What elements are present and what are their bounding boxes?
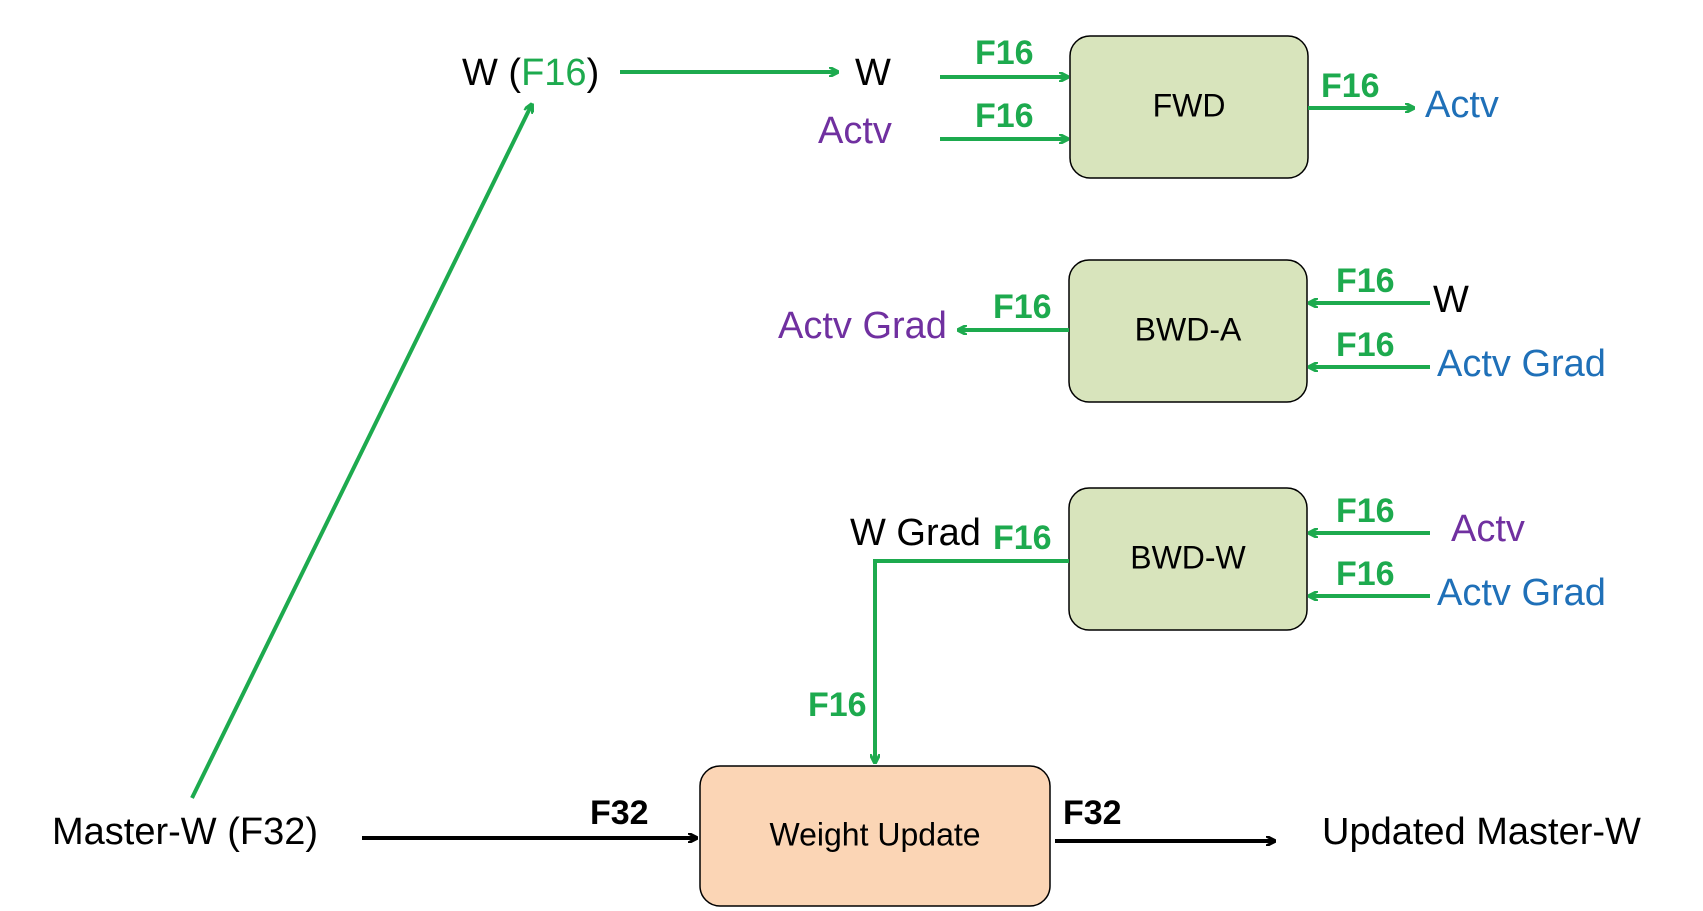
arrow-master-to-w16 (190, 104, 532, 799)
w-grad-label: W Grad (850, 512, 981, 554)
w-f16-label: W (F16) (462, 52, 599, 94)
fwd-box-label: FWD (1153, 87, 1226, 123)
bwdw-input-actv-grad-format: F16 (1336, 555, 1395, 593)
fwd-input-actv-format: F16 (975, 97, 1034, 135)
fwd-input-actv-label: Actv (818, 110, 892, 152)
updated-master-w-label: Updated Master-W (1322, 811, 1641, 853)
weight-update-box: Weight Update (699, 765, 1051, 907)
bwdw-input-actv-grad-label: Actv Grad (1437, 572, 1606, 614)
wgrad-down-format: F16 (808, 686, 867, 724)
fwd-output-format: F16 (1321, 67, 1380, 105)
bwda-input-w-format: F16 (1336, 262, 1395, 300)
fwd-output-actv-label: Actv (1425, 84, 1499, 126)
bwd-w-box: BWD-W (1068, 487, 1308, 631)
arrow-wgrad-to-update (875, 559, 1069, 763)
fwd-box: FWD (1069, 35, 1309, 179)
fwd-input-w-format: F16 (975, 34, 1034, 72)
bwdw-input-actv-label: Actv (1451, 508, 1525, 550)
bwd-a-box-label: BWD-A (1135, 311, 1242, 347)
master-w-label: Master-W (F32) (52, 811, 318, 853)
bwd-a-box: BWD-A (1068, 259, 1308, 403)
update-input-format: F32 (590, 794, 649, 832)
bwda-output-actv-grad-label: Actv Grad (778, 305, 947, 347)
bwda-input-actv-grad-format: F16 (1336, 326, 1395, 364)
bwdw-output-format: F16 (993, 519, 1052, 557)
bwda-output-format: F16 (993, 288, 1052, 326)
bwdw-input-actv-format: F16 (1336, 492, 1395, 530)
fwd-input-w-label: W (855, 52, 891, 94)
bwd-w-box-label: BWD-W (1130, 539, 1246, 575)
bwda-input-actv-grad-label: Actv Grad (1437, 343, 1606, 385)
update-output-format: F32 (1063, 794, 1122, 832)
bwda-input-w-label: W (1433, 279, 1469, 321)
weight-update-box-label: Weight Update (769, 816, 980, 852)
